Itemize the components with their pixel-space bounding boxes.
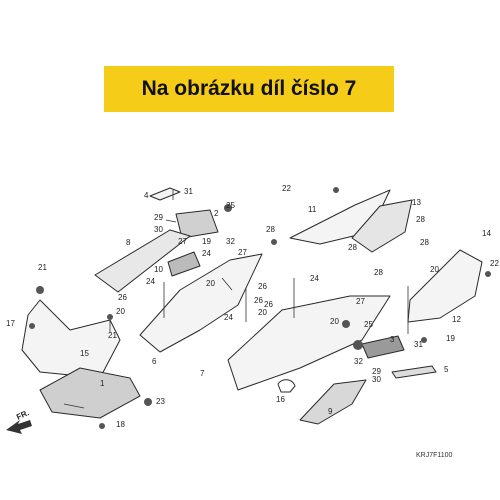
callout-c21a: 21 bbox=[38, 263, 47, 272]
callout-c24c: 24 bbox=[310, 274, 319, 283]
callout-c5: 5 bbox=[444, 365, 449, 374]
part-1-under-tray bbox=[39, 367, 141, 419]
highlight-banner: Na obrázku díl číslo 7 bbox=[104, 66, 394, 112]
callout-c32b: 32 bbox=[354, 357, 363, 366]
callout-c28e: 28 bbox=[374, 268, 383, 277]
callout-c31b: 31 bbox=[414, 340, 423, 349]
callout-c28d: 28 bbox=[420, 238, 429, 247]
part-15-front-lower-cover bbox=[21, 299, 121, 379]
callout-c17: 17 bbox=[6, 319, 15, 328]
part-12-side-cover bbox=[407, 249, 483, 323]
part-3-bracket bbox=[361, 335, 405, 359]
callout-c3: 3 bbox=[390, 335, 395, 344]
banner-text: Na obrázku díl číslo 7 bbox=[141, 77, 357, 100]
callout-c25b: 25 bbox=[364, 320, 373, 329]
diagram-code: KRJ7F1100 bbox=[416, 452, 453, 459]
callout-c20b: 20 bbox=[116, 307, 125, 316]
callout-c16: 16 bbox=[276, 395, 285, 404]
callout-c4: 4 bbox=[144, 191, 149, 200]
front-direction-label: FR. bbox=[15, 408, 30, 422]
callout-c20a: 20 bbox=[206, 279, 215, 288]
part-4-handle bbox=[149, 187, 181, 201]
callout-c22a: 22 bbox=[282, 184, 291, 193]
callout-c20e: 20 bbox=[330, 317, 339, 326]
callout-c11: 11 bbox=[308, 205, 317, 214]
callout-c30a: 30 bbox=[154, 225, 163, 234]
callout-c20d: 20 bbox=[258, 308, 267, 317]
callout-c7: 7 bbox=[200, 369, 205, 378]
part-10-cover bbox=[167, 251, 201, 277]
callout-c29b: 29 bbox=[372, 367, 381, 376]
part-13-cover bbox=[351, 199, 413, 253]
callout-c28b: 28 bbox=[348, 243, 357, 252]
callout-c6: 6 bbox=[152, 357, 157, 366]
callout-c29a: 29 bbox=[154, 213, 163, 222]
callout-c19b: 19 bbox=[446, 334, 455, 343]
callout-c10: 10 bbox=[154, 265, 163, 274]
callout-c30b: 30 bbox=[372, 375, 381, 384]
callout-c26c: 26 bbox=[254, 296, 263, 305]
callout-c24b: 24 bbox=[146, 277, 155, 286]
callout-c18: 18 bbox=[116, 420, 125, 429]
part-16-plug bbox=[277, 379, 296, 393]
front-direction-arrow bbox=[6, 420, 32, 434]
callout-c13: 13 bbox=[412, 198, 421, 207]
callout-c15: 15 bbox=[80, 349, 89, 358]
callout-c8: 8 bbox=[126, 238, 131, 247]
callout-c28c: 28 bbox=[416, 215, 425, 224]
callout-c19a: 19 bbox=[202, 237, 211, 246]
part-8-side-strip bbox=[94, 229, 191, 293]
part-6-center-cover bbox=[139, 253, 263, 353]
callout-c24d: 24 bbox=[224, 313, 233, 322]
callout-c12: 12 bbox=[452, 315, 461, 324]
callout-c26b: 26 bbox=[118, 293, 127, 302]
callout-c25a: 25 bbox=[226, 201, 235, 210]
callout-c26d: 26 bbox=[264, 300, 273, 309]
callout-c14: 14 bbox=[482, 229, 491, 238]
callout-c2: 2 bbox=[214, 209, 219, 218]
callout-c21b: 21 bbox=[108, 331, 117, 340]
part-7-floor-panel bbox=[227, 295, 391, 391]
part-2-pad bbox=[175, 209, 219, 239]
callout-c20c: 20 bbox=[430, 265, 439, 274]
callout-c23: 23 bbox=[156, 397, 165, 406]
callout-c22b: 22 bbox=[490, 259, 499, 268]
callout-c26a: 26 bbox=[258, 282, 267, 291]
callout-c27b: 27 bbox=[238, 248, 247, 257]
part-9-mat bbox=[299, 379, 367, 425]
callout-c31a: 31 bbox=[184, 187, 193, 196]
callout-c24a: 24 bbox=[202, 249, 211, 258]
callout-c32a: 32 bbox=[226, 237, 235, 246]
callout-c28a: 28 bbox=[266, 225, 275, 234]
callout-c27a: 27 bbox=[178, 237, 187, 246]
callout-c27c: 27 bbox=[356, 297, 365, 306]
callout-c9: 9 bbox=[328, 407, 333, 416]
part-5-rail bbox=[391, 365, 437, 379]
callout-c1: 1 bbox=[100, 379, 105, 388]
